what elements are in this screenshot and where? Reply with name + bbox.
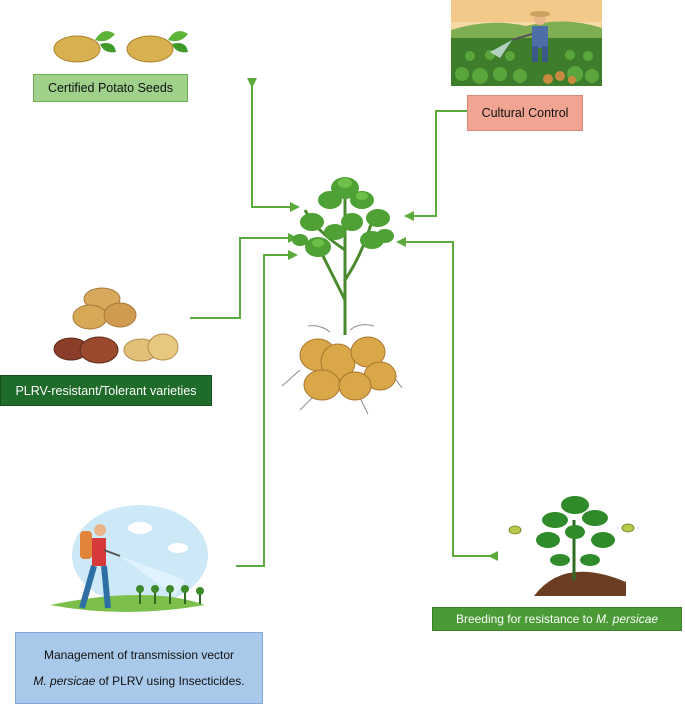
vector-management-label: Management of transmission vector M. per… xyxy=(15,632,263,704)
cultural-control-label: Cultural Control xyxy=(467,95,583,131)
arrow-vector-plant xyxy=(236,250,298,567)
breeding-resistance-label: Breeding for resistance to M. persicae xyxy=(432,607,682,631)
farmer-field-icon xyxy=(451,0,602,86)
sprayer-person-icon xyxy=(50,505,208,612)
vector-line-1: Management of transmission vector xyxy=(44,648,234,662)
arrow-seeds-plant xyxy=(247,78,300,212)
aphid-plant-icon xyxy=(508,496,635,596)
vector-species-text: M. persicae xyxy=(33,674,96,688)
arrow-breeding-plant xyxy=(396,237,498,561)
vector-line-2: M. persicae of PLRV using Insecticides. xyxy=(33,674,244,688)
potato-tubers-icon xyxy=(53,287,179,364)
arrow-resistant-plant xyxy=(190,233,298,319)
vector-line-2-text: of PLRV using Insecticides. xyxy=(95,674,245,688)
resistant-varieties-text: PLRV-resistant/Tolerant varieties xyxy=(15,383,197,398)
vector-line-1-text: Management of transmission vector xyxy=(43,648,235,662)
arrow-cultural-plant xyxy=(404,106,474,221)
certified-seeds-text: Certified Potato Seeds xyxy=(47,81,174,95)
breeding-prefix-text: Breeding for resistance to xyxy=(455,612,597,626)
potato-seed-icon xyxy=(53,31,188,63)
cultural-control-text: Cultural Control xyxy=(481,106,569,120)
resistant-varieties-label: PLRV-resistant/Tolerant varieties xyxy=(0,375,212,406)
potato-plant-icon xyxy=(281,177,403,415)
connector-arrows xyxy=(190,78,498,567)
certified-seeds-label: Certified Potato Seeds xyxy=(33,74,188,102)
breeding-species-text: M. persicae xyxy=(596,612,659,626)
